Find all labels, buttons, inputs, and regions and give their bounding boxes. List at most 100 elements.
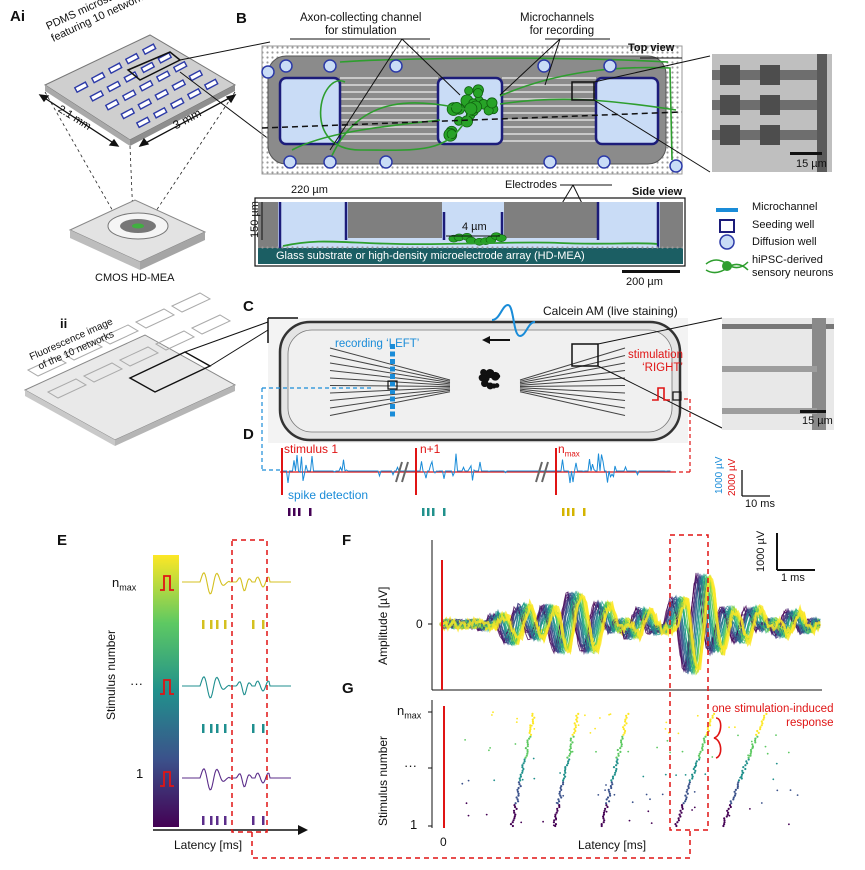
- raster-spike: [617, 752, 620, 755]
- raster-spike: [748, 754, 751, 757]
- raster-spike: [709, 718, 712, 721]
- raster-spike: [514, 813, 517, 816]
- raster-spike: [553, 819, 556, 822]
- raster-spike: [518, 783, 521, 786]
- raster-spike: [763, 716, 766, 719]
- raster-spike: [709, 720, 712, 723]
- raster-spike: [739, 776, 741, 779]
- raster-spike: [606, 805, 609, 809]
- raster-spike: [464, 739, 466, 741]
- raster-spike: [614, 769, 618, 773]
- response-annotation: one stimulation-induced response: [712, 703, 834, 729]
- raster-spike: [766, 752, 769, 755]
- panel-label-ii: ii: [60, 316, 68, 331]
- raster-spike: [611, 775, 615, 778]
- neuron: [473, 88, 483, 99]
- raster-spike: [522, 767, 525, 771]
- raster-spike: [526, 741, 529, 744]
- recording-electrode: [390, 366, 395, 372]
- microchannel-icon: [716, 208, 738, 212]
- spike-marker: [252, 620, 255, 629]
- spike-marker: [422, 508, 425, 516]
- axon: [329, 102, 471, 161]
- fluor-axon: [519, 389, 626, 409]
- raster-spike: [729, 800, 732, 803]
- axis-break: [395, 461, 403, 483]
- raster-spike: [529, 724, 532, 727]
- raster-spike: [734, 792, 737, 795]
- raster-spike: [694, 765, 697, 768]
- panel-e-ylabel: Stimulus number: [104, 629, 118, 720]
- raster-spike: [512, 819, 515, 822]
- raster-spike: [602, 817, 605, 820]
- raster-spike: [682, 802, 685, 805]
- raster-spike: [569, 750, 573, 754]
- raster-spike: [687, 786, 690, 790]
- raster-spike: [649, 798, 651, 801]
- microstructure-top-view: [261, 45, 711, 175]
- raster-spike: [616, 761, 618, 764]
- raster-spike: [747, 754, 749, 757]
- raster-spike: [521, 766, 524, 769]
- raster-spike: [617, 754, 620, 757]
- scale-blue-uv: 1000 µV: [714, 456, 725, 494]
- raster-spike: [664, 728, 667, 730]
- raster-spike: [558, 804, 561, 807]
- raster-spike: [566, 756, 569, 759]
- top-view-zoom: [712, 54, 832, 172]
- raster-spike: [485, 813, 488, 816]
- scale-10ms: 10 ms: [745, 498, 775, 510]
- raster-spike: [698, 756, 701, 759]
- fluor-axon: [519, 385, 626, 387]
- raster-spike: [565, 764, 569, 767]
- chip-network: [90, 71, 106, 84]
- raster-spike: [600, 824, 603, 828]
- raster-spike: [516, 798, 519, 801]
- diffusion-well: [669, 159, 683, 173]
- raster-spike: [764, 745, 767, 748]
- raster-spike: [750, 740, 753, 743]
- raster-spike: [620, 741, 623, 744]
- axon: [499, 66, 673, 161]
- neuron-icon: [705, 259, 749, 274]
- raster-spike: [698, 752, 701, 755]
- raster-spike: [529, 735, 532, 738]
- stimulus-symbol: [160, 679, 174, 695]
- response-trace: [182, 768, 291, 791]
- raster-spike: [728, 804, 732, 807]
- spike-marker: [572, 508, 575, 516]
- raster-spike: [610, 781, 613, 784]
- raster-spike: [761, 722, 764, 725]
- panel-g-ylabel: Stimulus number: [376, 735, 390, 826]
- raster-spike: [605, 784, 607, 786]
- raster-spike: [620, 745, 623, 748]
- panel-e-tick-nmax: nmax: [112, 575, 137, 593]
- raster-spike: [754, 739, 757, 742]
- raster-spike: [754, 737, 757, 740]
- raster-spike: [727, 811, 730, 814]
- raster-spike: [756, 735, 759, 738]
- raster-spike: [706, 728, 710, 731]
- raster-spike: [573, 728, 576, 731]
- raster-spike: [723, 817, 726, 820]
- axis-break: [535, 461, 543, 483]
- raster-spike: [685, 790, 688, 793]
- raster-spike: [729, 805, 732, 809]
- raster-spike: [723, 819, 726, 822]
- raster-spike: [573, 722, 576, 725]
- raster-spike: [552, 821, 556, 824]
- fluor-network: [134, 308, 176, 329]
- raster-spike: [569, 745, 572, 748]
- spike-marker: [216, 620, 219, 629]
- raster-spike: [564, 775, 567, 778]
- raster-spike: [607, 788, 610, 792]
- raster-spike: [595, 750, 597, 753]
- raster-spike: [517, 800, 520, 803]
- raster-spike: [605, 804, 608, 807]
- fluor-network: [46, 378, 88, 399]
- raster-spike: [615, 764, 618, 767]
- raster-spike: [556, 809, 559, 812]
- raster-spike: [603, 819, 606, 822]
- raster-spike: [569, 752, 572, 755]
- raster-spike: [519, 775, 523, 778]
